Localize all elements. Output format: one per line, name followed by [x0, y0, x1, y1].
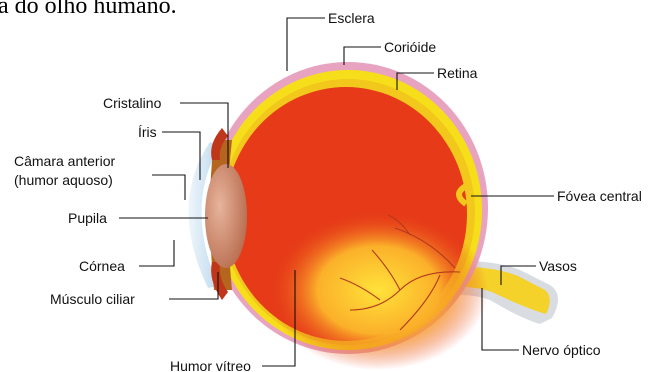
label-nervo-optico: Nervo óptico [522, 342, 601, 358]
label-cornea: Córnea [79, 258, 125, 274]
label-camara-anterior-line1: Câmara anterior [14, 153, 115, 169]
label-camara-anterior-line2: (humor aquoso) [14, 172, 113, 188]
figure-caption: a do olho humano. [0, 0, 177, 19]
label-vasos: Vasos [539, 258, 577, 274]
label-pupila: Pupila [68, 210, 107, 226]
label-fovea-central: Fóvea central [557, 188, 642, 204]
label-retina: Retina [437, 65, 478, 81]
label-esclera: Esclera [328, 10, 375, 26]
retina-glow [268, 210, 488, 370]
lens-shape [205, 164, 247, 268]
label-iris: Íris [138, 124, 157, 140]
leader-esclera [287, 18, 325, 71]
leader-cornea [139, 240, 174, 266]
leader-camara [152, 175, 185, 200]
label-cristalino: Cristalino [103, 95, 162, 111]
label-corioide: Corióide [384, 39, 436, 55]
label-humor-vitreo: Humor vítreo [170, 358, 251, 372]
label-musculo-ciliar: Músculo ciliar [50, 291, 135, 307]
leader-iris [162, 132, 200, 180]
